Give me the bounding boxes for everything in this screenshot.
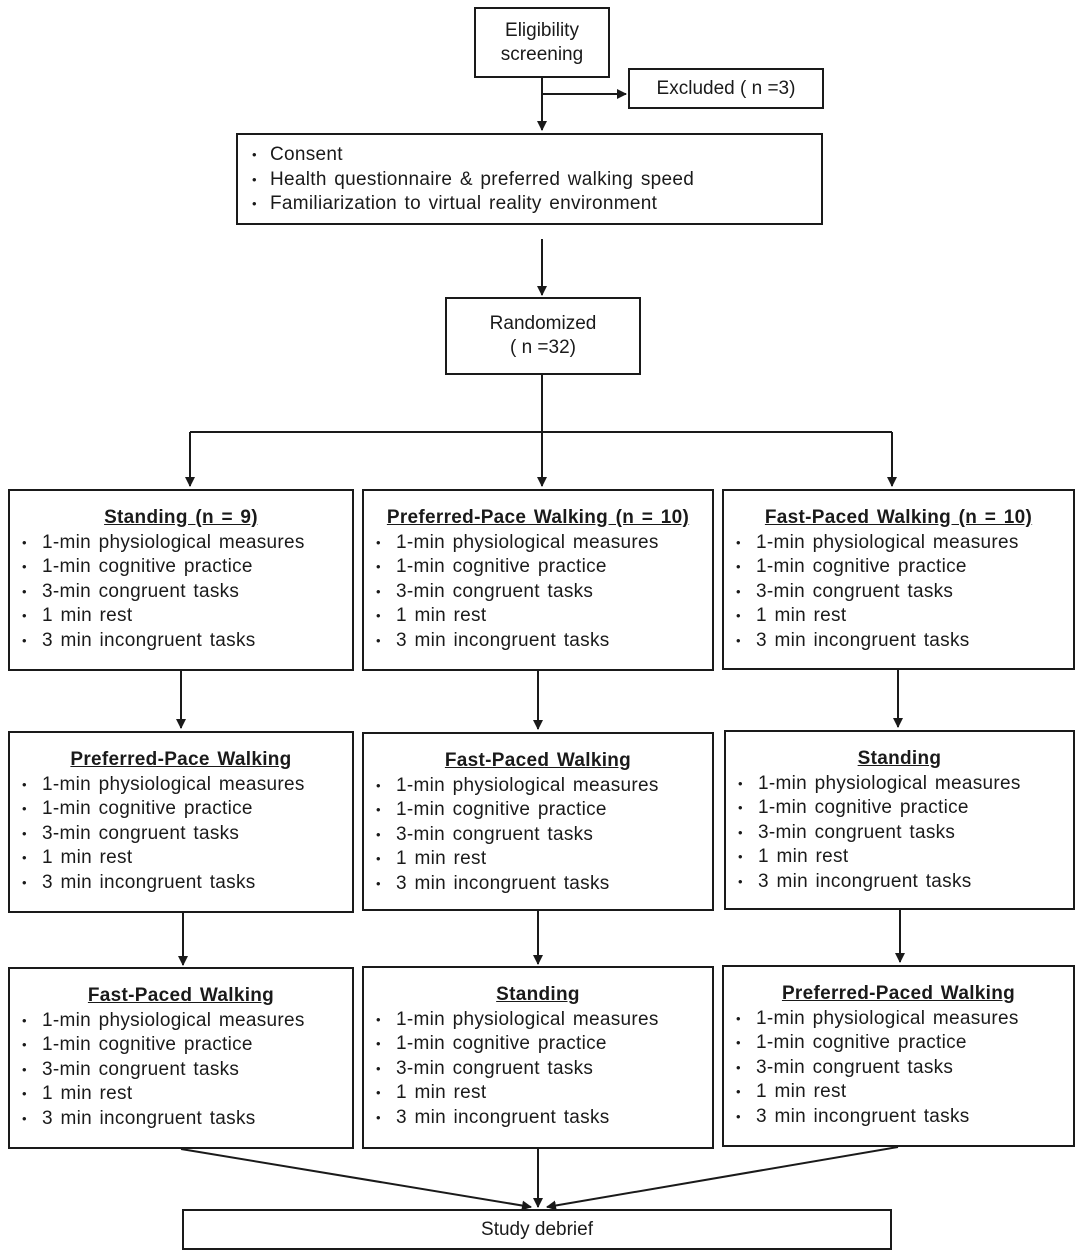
arm-block-item: 1-min cognitive practice xyxy=(736,1031,1073,1056)
arm-block-item: 1-min physiological measures xyxy=(22,531,352,556)
arm1-block3: Fast-Paced Walking 1-min physiological m… xyxy=(8,967,354,1149)
arrow-col1-to-debrief xyxy=(180,1148,532,1211)
arm-block-title: Preferred-Pace Walking (n = 10) xyxy=(386,507,690,528)
consent-item: Health questionnaire & preferred walking… xyxy=(252,168,821,193)
arm-block-title: Fast-Paced Walking xyxy=(444,750,632,771)
arm-block-item: 3-min congruent tasks xyxy=(22,822,352,847)
study-debrief-box: Study debrief xyxy=(182,1209,892,1250)
study-debrief-label: Study debrief xyxy=(481,1218,593,1240)
arm-block-item: 1 min rest xyxy=(376,847,712,872)
arrow-col3-to-debrief xyxy=(546,1146,899,1211)
eligibility-screening-box: Eligibility screening xyxy=(474,7,610,78)
arm-block-item: 1 min rest xyxy=(376,1081,712,1106)
arm-block-item: 3-min congruent tasks xyxy=(22,1058,352,1083)
arm-block-item: 1-min physiological measures xyxy=(376,531,712,556)
arm3-block2: Standing 1-min physiological measures 1-… xyxy=(724,730,1075,910)
arm3-block3: Preferred-Paced Walking 1-min physiologi… xyxy=(722,965,1075,1147)
randomized-line2: ( n =32) xyxy=(509,337,576,358)
eligibility-line2: screening xyxy=(500,43,584,65)
arm-block-item: 1-min cognitive practice xyxy=(738,796,1073,821)
arm-block-item: 3 min incongruent tasks xyxy=(376,872,712,897)
eligibility-line1: Eligibility xyxy=(505,19,579,41)
arm-block-item: 1 min rest xyxy=(22,846,352,871)
randomized-box: Randomized ( n =32) xyxy=(445,297,641,375)
arm-block-item: 1-min cognitive practice xyxy=(736,555,1073,580)
arm-block-item: 1-min cognitive practice xyxy=(22,797,352,822)
arm-block-item: 1 min rest xyxy=(376,604,712,629)
arm-block-title: Standing xyxy=(857,748,942,769)
consent-list: Consent Health questionnaire & preferred… xyxy=(252,143,821,217)
arm-block-item: 3-min congruent tasks xyxy=(376,580,712,605)
arm-block-item: 1 min rest xyxy=(736,1080,1073,1105)
arm1-block1: Standing (n = 9) 1-min physiological mea… xyxy=(8,489,354,671)
arm-block-list: 1-min physiological measures 1-min cogni… xyxy=(376,1008,712,1131)
arm-block-item: 3-min congruent tasks xyxy=(736,580,1073,605)
arm-block-item: 3-min congruent tasks xyxy=(376,1057,712,1082)
arm-block-list: 1-min physiological measures 1-min cogni… xyxy=(736,1007,1073,1130)
arm-block-title: Preferred-Pace Walking xyxy=(70,749,292,770)
arm-block-item: 3-min congruent tasks xyxy=(376,823,712,848)
arm-block-title: Standing xyxy=(496,984,580,1005)
arm2-block2: Fast-Paced Walking 1-min physiological m… xyxy=(362,732,714,911)
arm-block-list: 1-min physiological measures 1-min cogni… xyxy=(738,772,1073,895)
arm-block-item: 3 min incongruent tasks xyxy=(22,629,352,654)
arm-block-item: 1-min physiological measures xyxy=(22,773,352,798)
randomized-line1: Randomized xyxy=(489,313,597,334)
arm-block-list: 1-min physiological measures 1-min cogni… xyxy=(22,1009,352,1132)
arm2-block3: Standing 1-min physiological measures 1-… xyxy=(362,966,714,1149)
arm-block-item: 1-min physiological measures xyxy=(738,772,1073,797)
arm-block-item: 1 min rest xyxy=(738,845,1073,870)
arm-block-item: 1-min cognitive practice xyxy=(376,1032,712,1057)
arm-block-item: 3 min incongruent tasks xyxy=(22,871,352,896)
arm-block-list: 1-min physiological measures 1-min cogni… xyxy=(736,531,1073,654)
consent-item: Consent xyxy=(252,143,821,168)
arm-block-item: 1-min physiological measures xyxy=(22,1009,352,1034)
arm1-block2: Preferred-Pace Walking 1-min physiologic… xyxy=(8,731,354,913)
arm-block-item: 1-min cognitive practice xyxy=(22,1033,352,1058)
arm-block-title: Fast-Paced Walking (n = 10) xyxy=(764,507,1033,528)
arm-block-item: 3-min congruent tasks xyxy=(736,1056,1073,1081)
excluded-label: Excluded ( n =3) xyxy=(656,77,796,99)
arm-block-item: 1-min physiological measures xyxy=(376,774,712,799)
arm-block-item: 1-min cognitive practice xyxy=(376,555,712,580)
arm-block-item: 1-min cognitive practice xyxy=(22,555,352,580)
arm2-block1: Preferred-Pace Walking (n = 10) 1-min ph… xyxy=(362,489,714,671)
arm-block-item: 1 min rest xyxy=(736,604,1073,629)
arm-block-item: 1-min physiological measures xyxy=(736,1007,1073,1032)
arm-block-item: 1-min physiological measures xyxy=(736,531,1073,556)
arm-block-item: 1-min cognitive practice xyxy=(376,798,712,823)
consent-item: Familiarization to virtual reality envir… xyxy=(252,192,821,217)
consent-box: Consent Health questionnaire & preferred… xyxy=(236,133,823,225)
arm-block-item: 3-min congruent tasks xyxy=(738,821,1073,846)
arm-block-item: 1-min physiological measures xyxy=(376,1008,712,1033)
arm-block-item: 3 min incongruent tasks xyxy=(738,870,1073,895)
arm-block-item: 3 min incongruent tasks xyxy=(376,629,712,654)
arm-block-title: Fast-Paced Walking xyxy=(87,985,275,1006)
arm-block-list: 1-min physiological measures 1-min cogni… xyxy=(22,773,352,896)
arm-block-item: 1 min rest xyxy=(22,1082,352,1107)
arm-block-item: 3 min incongruent tasks xyxy=(376,1106,712,1131)
arm-block-list: 1-min physiological measures 1-min cogni… xyxy=(22,531,352,654)
arm3-block1: Fast-Paced Walking (n = 10) 1-min physio… xyxy=(722,489,1075,670)
arm-block-item: 3 min incongruent tasks xyxy=(736,629,1073,654)
arm-block-title: Preferred-Paced Walking xyxy=(781,983,1016,1004)
excluded-box: Excluded ( n =3) xyxy=(628,68,824,109)
arm-block-item: 3-min congruent tasks xyxy=(22,580,352,605)
arm-block-item: 3 min incongruent tasks xyxy=(22,1107,352,1132)
arm-block-title: Standing (n = 9) xyxy=(104,507,258,528)
arm-block-list: 1-min physiological measures 1-min cogni… xyxy=(376,531,712,654)
arm-block-list: 1-min physiological measures 1-min cogni… xyxy=(376,774,712,897)
arm-block-item: 3 min incongruent tasks xyxy=(736,1105,1073,1130)
arm-block-item: 1 min rest xyxy=(22,604,352,629)
